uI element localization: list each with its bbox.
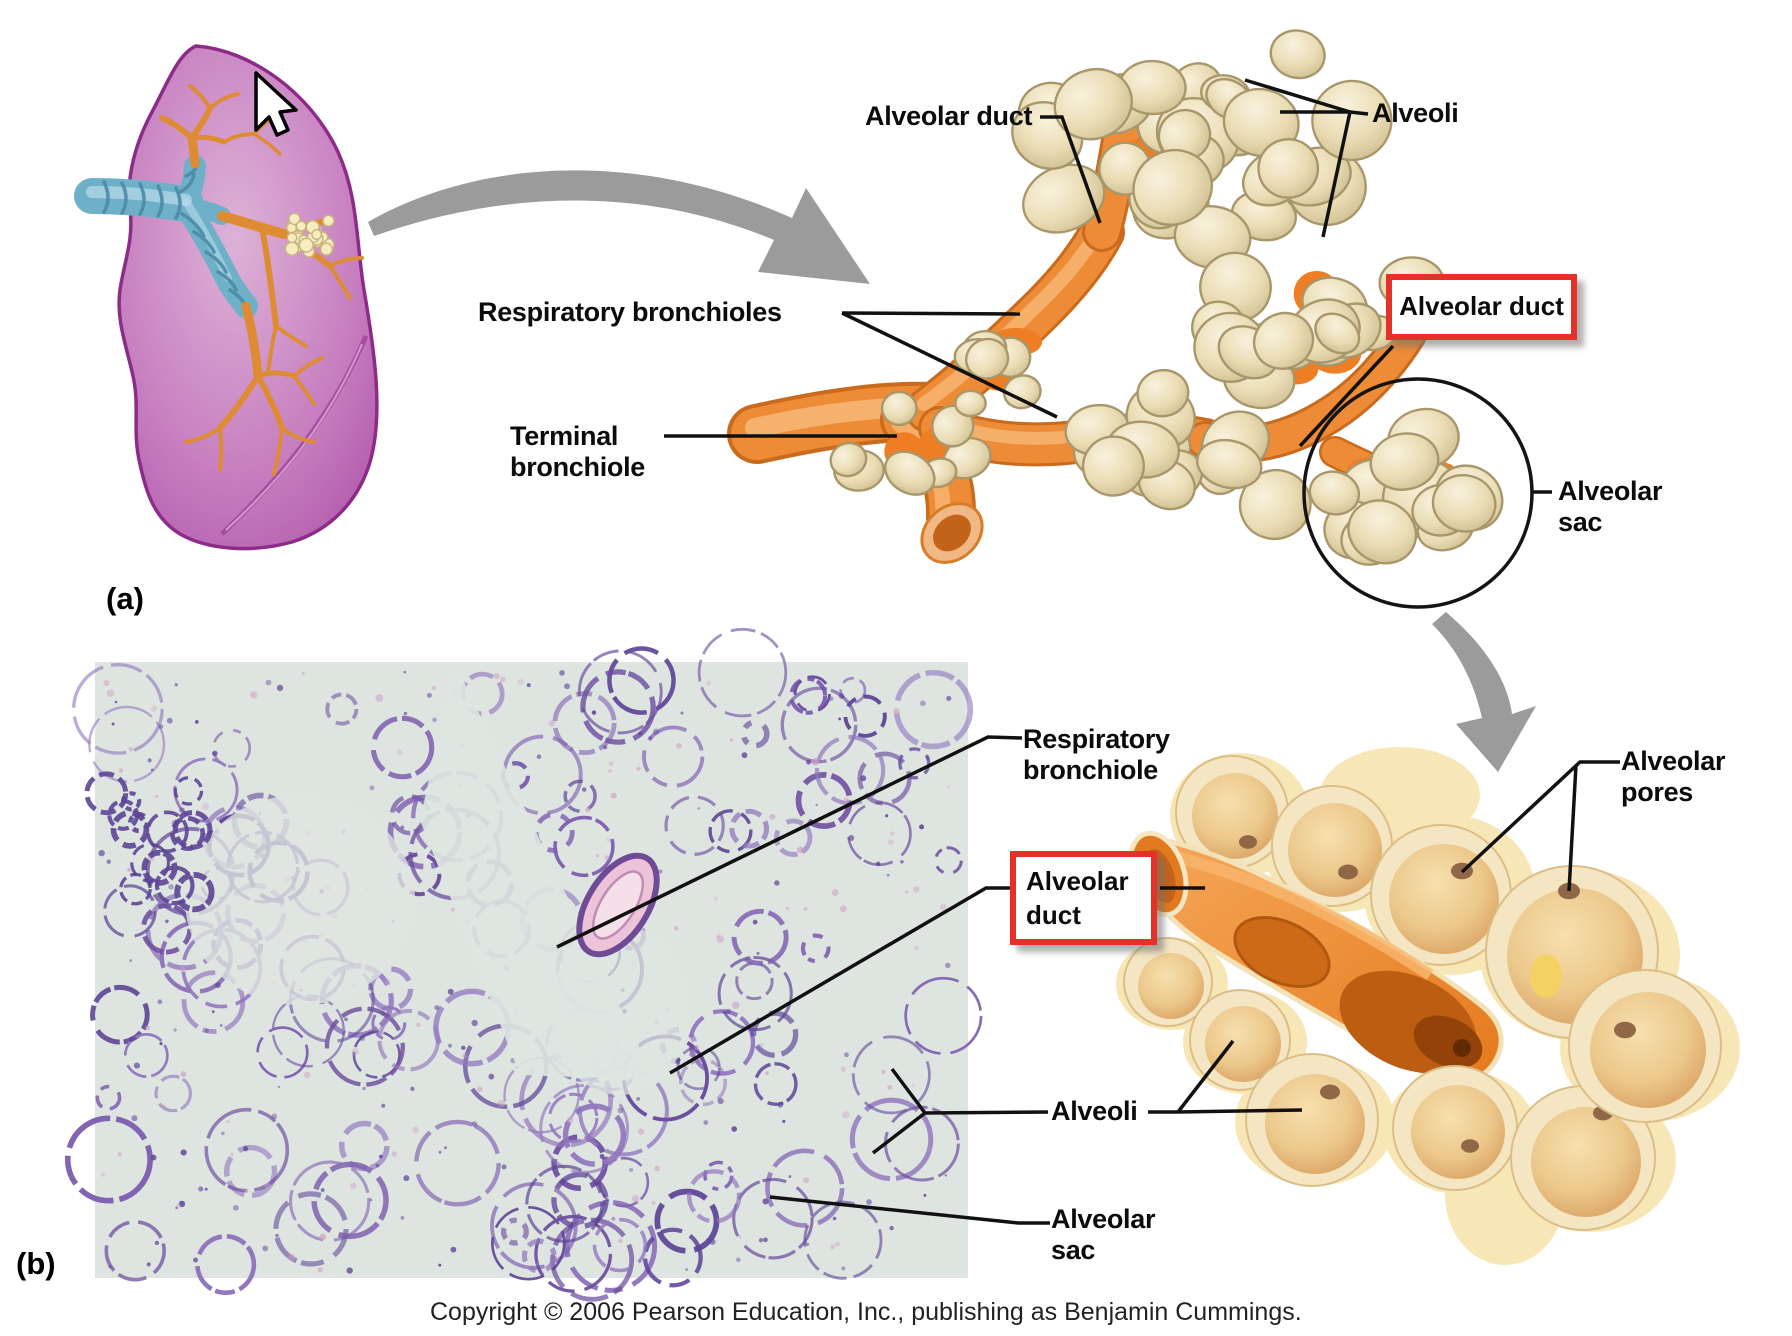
magnify-arrow-top-icon bbox=[368, 170, 870, 284]
highlight-box-a-text: Alveolar duct bbox=[1399, 291, 1564, 322]
label-alveolar-sac-b: Alveolar sac bbox=[1051, 1204, 1156, 1266]
zoom-circle bbox=[1302, 377, 1534, 609]
lung-illustration bbox=[74, 44, 379, 551]
label-respiratory-bronchioles-a: Respiratory bronchioles bbox=[478, 297, 782, 327]
highlight-box-b-text: Alveolar duct bbox=[1026, 866, 1129, 930]
label-alveoli-b: Alveoli bbox=[1051, 1096, 1138, 1126]
highlight-box-alveolar-duct-a: Alveolar duct bbox=[1386, 274, 1577, 340]
bronchus-blue bbox=[74, 155, 258, 318]
copyright-notice: Copyright © 2006 Pearson Education, Inc.… bbox=[430, 1298, 1302, 1326]
highlight-box-alveolar-duct-b: Alveolar duct bbox=[1010, 851, 1157, 945]
label-alveolar-duct-a: Alveolar duct bbox=[865, 101, 1033, 131]
alveolar-duct-3d bbox=[1127, 830, 1504, 1084]
label-terminal-bronchiole-a: Terminal bronchiole bbox=[510, 421, 646, 483]
histology-micrograph bbox=[64, 627, 983, 1302]
bronchial-tree-orange bbox=[159, 84, 364, 476]
lung-alveoli-cluster bbox=[284, 212, 335, 258]
label-alveolar-pores-b: Alveolar pores bbox=[1621, 746, 1726, 808]
label-alveoli-a: Alveoli bbox=[1372, 98, 1459, 128]
magnify-arrow-bottom-icon bbox=[1432, 612, 1536, 772]
label-alveolar-sac-a: Alveolar sac bbox=[1558, 476, 1663, 538]
panel-b-tag: (b) bbox=[16, 1246, 56, 1281]
panel-a-tag: (a) bbox=[106, 581, 144, 616]
label-respiratory-bronchiole-b: Respiratory bronchiole bbox=[1023, 724, 1170, 786]
alveolar-sac-3d-illustration bbox=[1116, 747, 1740, 1265]
